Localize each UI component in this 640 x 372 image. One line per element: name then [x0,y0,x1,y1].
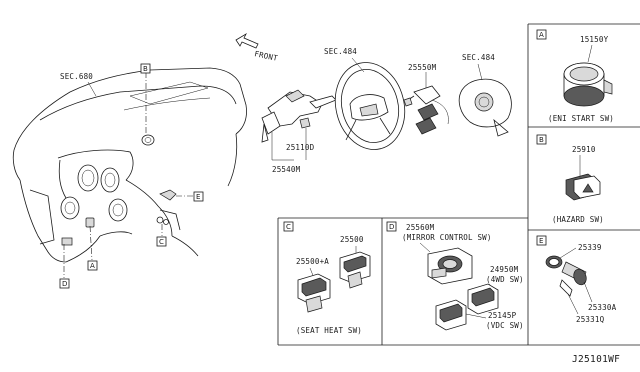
label-25339: 25339 [578,243,602,252]
panel-e: E 25339 25330A 25331Q [536,235,617,324]
caption-mirror-control: (MIRROR CONTROL SW) [402,233,492,242]
panel-d-letter: D [389,223,394,231]
caption-eni-start: (ENI START SW) [548,114,614,123]
caption-4wd: (4WD SW) [486,275,524,284]
label-25145P: 25145P [488,311,517,320]
panel-c-letter: C [286,223,291,231]
label-25500: 25500 [340,235,364,244]
sec-680-label: SEC.680 [60,72,93,81]
label-25560M: 25560M [406,223,435,232]
panel-frames [277,23,640,346]
label-25910: 25910 [572,145,596,154]
label-15150Y: 15150Y [580,35,609,44]
label-24950M: 24950M [490,265,519,274]
callout-e-letter: E [196,193,200,201]
label-25330A: 25330A [588,303,617,312]
label-25110D: 25110D [286,143,315,152]
panel-b-letter: B [539,136,544,144]
panel-d: D 25560M (MIRROR CONTROL SW) 24950M (4WD… [386,221,524,331]
callout-c-letter: C [159,238,164,246]
callout-a-dash: A [87,260,98,271]
front-label: FRONT [254,49,279,63]
caption-hazard: (HAZARD SW) [552,215,604,224]
callout-c-dash: C [156,236,167,247]
label-25540M: 25540M [272,165,301,174]
airbag-module [458,63,512,137]
label-25500A: 25500+A [296,257,329,266]
panel-c: C 25500 25500+A (SEAT HEAT SW) [283,221,371,335]
callout-d-letter: D [62,280,67,288]
label-25331Q: 25331Q [576,315,605,324]
sec-680-callout: SEC.680 [60,72,97,97]
callout-b-letter: B [143,65,148,73]
label-25550M: 25550M [408,63,437,72]
callout-b-dash: B [140,63,151,74]
caption-seat-heat: (SEAT HEAT SW) [296,326,362,335]
panel-b: B 25910 (HAZARD SW) [536,134,604,224]
steering-wheel [334,57,406,150]
dashboard-illustration [12,67,247,278]
label-sec-484-right: SEC.484 [462,53,495,62]
callout-a-letter: A [90,262,95,270]
panel-a-letter: A [539,31,544,39]
panel-a: A 15150Y (ENI START SW) [536,29,614,123]
label-sec-484-left: SEC.484 [324,47,357,56]
steering-switch-assembly [403,72,449,135]
diagram-code: J25101WF [572,354,620,365]
callout-e-dash: E [193,191,204,202]
callout-d-dash: D [59,278,70,289]
caption-vdc: (VDC SW) [486,321,524,330]
combination-switch [261,89,337,161]
panel-e-letter: E [539,237,543,245]
front-arrow: FRONT [235,32,279,63]
